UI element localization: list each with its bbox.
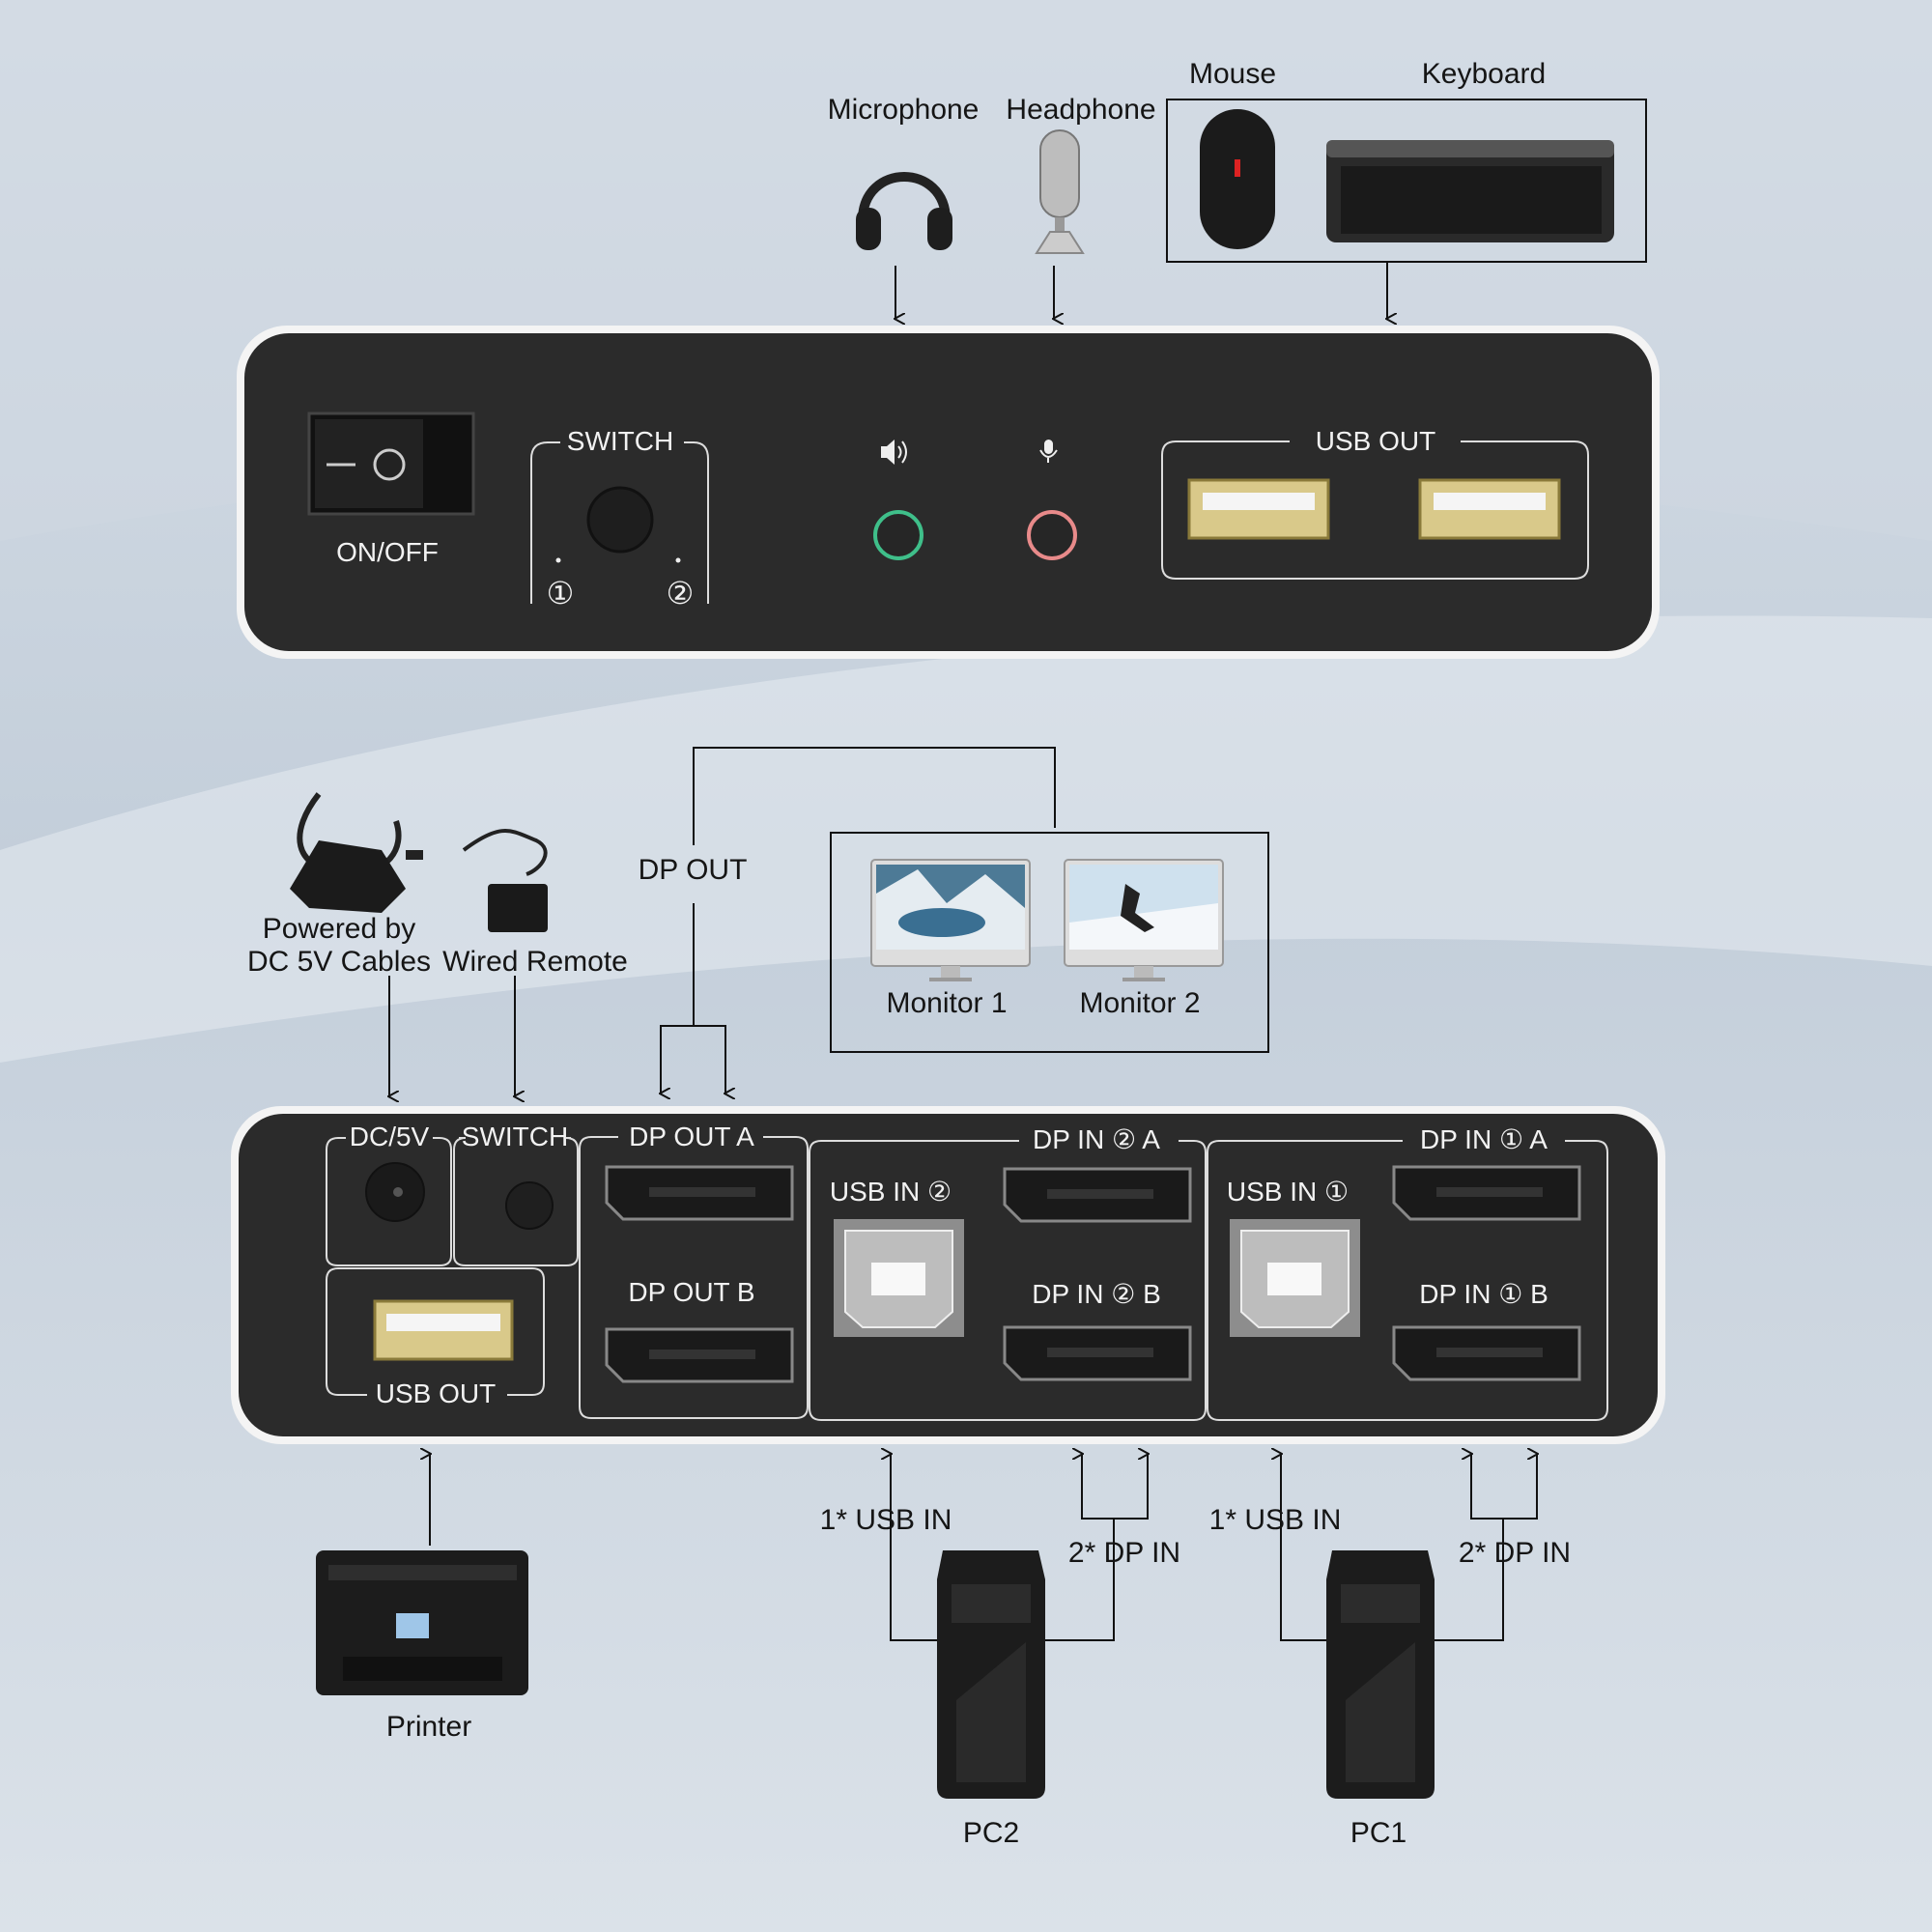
front-switch-position-2: ② (666, 576, 695, 611)
headphones-image (856, 172, 952, 250)
dp-in-1-b-label: DP IN ① B (1419, 1279, 1548, 1309)
power-label-line-1: Powered by (262, 913, 416, 945)
keyboard-image (1326, 140, 1614, 242)
pc2-usb-in-label: 1* USB IN (819, 1504, 952, 1536)
front-usb-port-1[interactable] (1187, 478, 1330, 540)
usb-in-2-port[interactable] (834, 1219, 964, 1337)
pc1-label: PC1 (1350, 1817, 1407, 1849)
rear-switch-label: SWITCH (461, 1122, 569, 1151)
dc5v-label: DC/5V (349, 1122, 430, 1151)
usb-in-1-port[interactable] (1230, 1219, 1360, 1337)
speaker-icon (881, 440, 907, 465)
usb-in-2-label: USB IN ② (829, 1177, 952, 1207)
microphone-image (1035, 129, 1085, 254)
dp-out-b-label: DP OUT B (628, 1277, 755, 1307)
mic-in-jack[interactable] (1027, 510, 1077, 560)
power-label: Powered by DC 5V Cables (247, 913, 431, 979)
pc2-dp-in-label: 2* DP IN (1067, 1537, 1181, 1569)
monitor-1-image (870, 859, 1031, 981)
pc2-label: PC2 (962, 1817, 1020, 1849)
rear-usb-out-port[interactable] (373, 1299, 514, 1361)
power-adapter-image (290, 792, 423, 913)
keyboard-label: Keyboard (1421, 58, 1547, 90)
dp-out-b-port[interactable] (605, 1327, 794, 1383)
front-panel (244, 333, 1652, 651)
dp-in-2-a-port[interactable] (1003, 1167, 1192, 1223)
mouse-label: Mouse (1188, 58, 1277, 90)
mic-icon (1039, 440, 1058, 463)
monitor-1-label: Monitor 1 (886, 987, 1008, 1019)
wired-remote-label: Wired Remote (442, 946, 628, 978)
power-label-line-2: DC 5V Cables (246, 946, 432, 978)
dp-out-label: DP OUT (638, 854, 748, 886)
dp-in-2-b-label: DP IN ② B (1032, 1279, 1161, 1309)
mouse-image (1200, 109, 1275, 249)
monitor-2-image (1064, 859, 1224, 981)
remote-switch-port[interactable] (505, 1181, 554, 1230)
monitor-2-label: Monitor 2 (1079, 987, 1201, 1019)
dp-in-1-b-port[interactable] (1392, 1325, 1581, 1381)
dp-in-2-b-port[interactable] (1003, 1325, 1192, 1381)
headphone-label: Headphone (1006, 94, 1156, 126)
front-switch-label: SWITCH (566, 426, 674, 456)
pc1-tower-image (1326, 1550, 1435, 1799)
pc1-dp-in-label: 2* DP IN (1458, 1537, 1572, 1569)
dp-in-1-a-port[interactable] (1392, 1165, 1581, 1221)
power-switch[interactable] (307, 412, 475, 516)
printer-label: Printer (385, 1711, 472, 1743)
on-off-label: ON/OFF (336, 537, 439, 567)
audio-out-jack[interactable] (873, 510, 923, 560)
front-switch-position-1: ① (546, 576, 575, 611)
dp-in-2-a-label: DP IN ② A (1033, 1124, 1160, 1154)
front-usb-port-2[interactable] (1418, 478, 1561, 540)
printer-image (316, 1550, 528, 1695)
rear-usb-out-label: USB OUT (375, 1378, 497, 1408)
front-switch-button[interactable] (586, 486, 654, 554)
wired-remote-image (462, 829, 548, 932)
monitors-box (830, 832, 1269, 1053)
peripherals-box (1166, 99, 1647, 263)
usb-in-1-label: USB IN ① (1226, 1177, 1350, 1207)
dp-out-a-label: DP OUT A (629, 1122, 754, 1151)
dp-in-1-a-label: DP IN ① A (1420, 1124, 1548, 1154)
microphone-label: Microphone (827, 94, 980, 126)
pc1-usb-in-label: 1* USB IN (1208, 1504, 1342, 1536)
dp-out-a-port[interactable] (605, 1165, 794, 1221)
pc2-tower-image (937, 1550, 1045, 1799)
front-usb-out-label: USB OUT (1315, 426, 1436, 456)
